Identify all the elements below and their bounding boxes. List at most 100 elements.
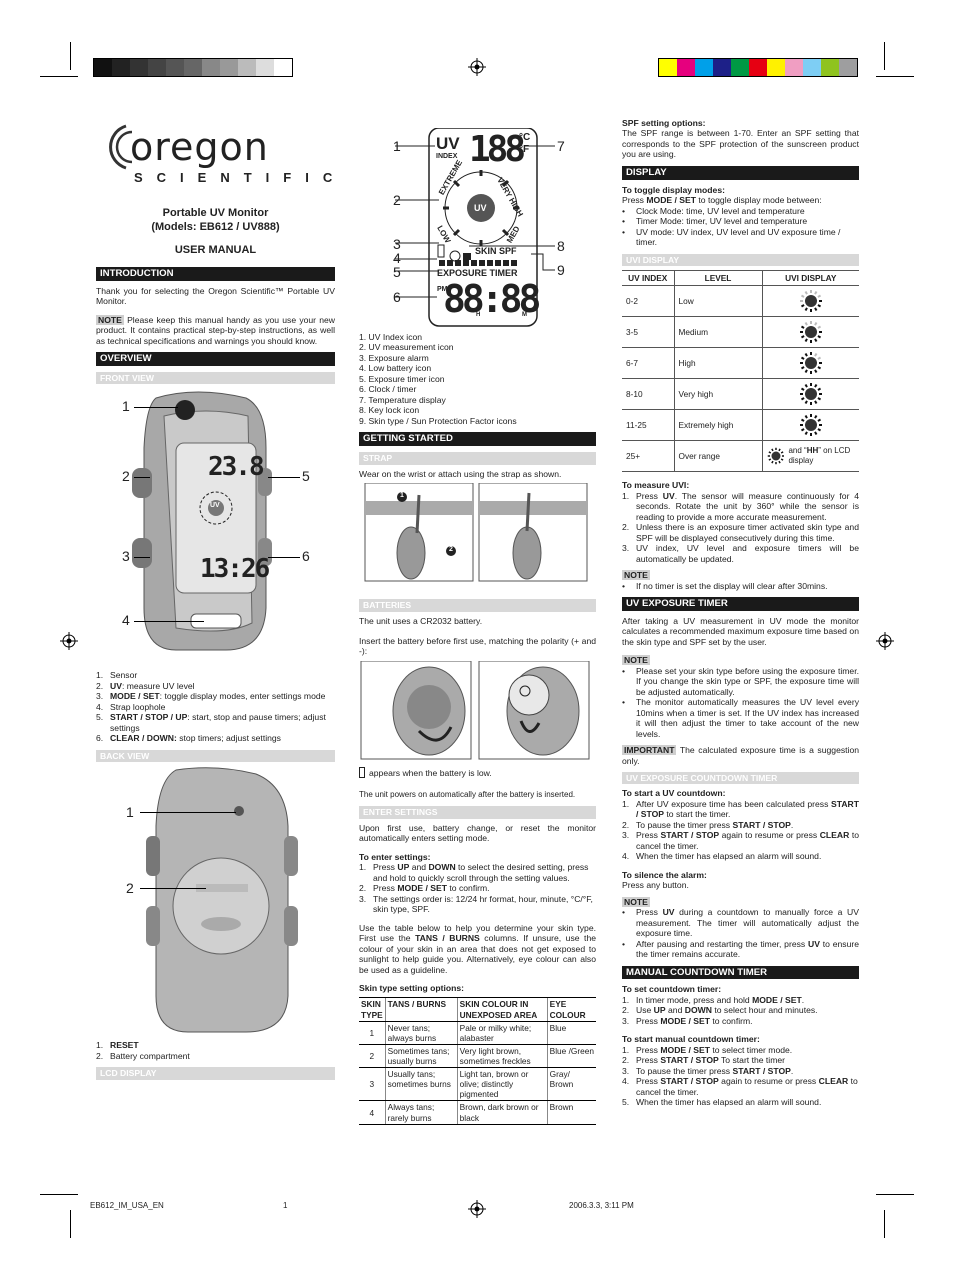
uvi-cell: 25+ (622, 440, 674, 473)
gray-swatch (256, 59, 274, 76)
over-range-text: and “HH” on LCD display (788, 446, 855, 466)
bold-text: MODE / SET (110, 691, 160, 702)
text: Use the table below to help you determin… (359, 922, 596, 944)
doc-title: Portable UV Monitor (162, 207, 269, 219)
bold-text: START / STOP (660, 1076, 719, 1087)
text: . (790, 819, 794, 830)
spf-text: The SPF range is between 1-70. Enter an … (622, 128, 859, 160)
color-swatch (821, 59, 839, 76)
uvi-cell: Medium (673, 316, 762, 349)
list-number: 1. (96, 1040, 104, 1051)
color-swatch (713, 59, 731, 76)
list-number: 3. (622, 543, 630, 554)
text: Clock Mode: time, UV level and temperatu… (636, 205, 805, 216)
back-view-header: BACK VIEW (96, 749, 335, 763)
front-view-item: 4.Strap loophole (96, 702, 335, 712)
note-text: Please keep this manual handy as you use… (96, 314, 335, 346)
uvi-cell: 8-10 (622, 378, 674, 411)
column-1: Oregon SCIENTIFIC Portable UV Monitor (M… (96, 118, 335, 1084)
list-number: 5. (622, 1097, 630, 1108)
text: to confirm. (710, 1015, 753, 1026)
list-number: 1. (622, 490, 630, 501)
uvi-cell: 6-7 (622, 347, 674, 380)
gray-swatch (238, 59, 256, 76)
lcd-temp-units: °C °F (519, 132, 531, 155)
display-mode-item: •Timer Mode: timer, UV level and tempera… (622, 216, 859, 226)
uvi-cell: 3-5 (622, 316, 674, 349)
important-text: The calculated exposure time is a sugges… (622, 745, 860, 766)
bold-text: START / STOP (660, 1055, 719, 1066)
uvi-display-cell (761, 378, 859, 411)
start-steps: 1.After UV exposure time has been calcul… (622, 799, 859, 862)
brand-logo: Oregon SCIENTIFIC (96, 118, 335, 188)
bold-text: MODE / SET (646, 195, 697, 206)
set-title: To set countdown timer: (622, 984, 722, 995)
doc-manual: USER MANUAL (174, 243, 257, 256)
list-number: 3. (622, 830, 630, 841)
uvi-sun-wrap: and “HH” on LCD display (767, 444, 856, 468)
bold-text: UV (662, 907, 675, 918)
lcd-item: 9. Skin type / Sun Protection Factor ico… (359, 415, 517, 426)
toggle-title: To toggle display modes: (622, 184, 725, 195)
text: to toggle display mode between: (696, 195, 822, 206)
display-mode-item: •Clock Mode: time, UV level and temperat… (622, 206, 859, 216)
manual-step: 1.Press MODE / SET to select timer mode. (622, 1045, 859, 1055)
list-number: 2. (96, 1050, 104, 1061)
display-header: DISPLAY (622, 165, 859, 180)
lcd-callout-2: 2 (393, 192, 401, 208)
silence-text: Press any button. (622, 880, 689, 891)
bold-text: UV (110, 680, 122, 691)
bold-text: DOWN (684, 1005, 712, 1016)
display-mode-item: •UV mode: UV index, UV level and UV expo… (622, 227, 859, 248)
list-number: • (622, 697, 626, 708)
lcd-item: 8. Key lock icon (359, 405, 420, 416)
skin-table-cell: 3 (359, 1067, 386, 1102)
text: . (801, 994, 805, 1005)
list-number: 3. (359, 893, 367, 904)
text: Please set your skin type before using t… (636, 665, 859, 697)
toggle-text: Press MODE / SET to toggle display mode … (622, 195, 859, 205)
skin-table-cell: Light tan, brown or olive; distinctly pi… (456, 1067, 548, 1102)
uvi-sun-wrap (767, 351, 856, 375)
gray-swatch (94, 59, 112, 76)
text: during a countdown to manually force a U… (636, 907, 859, 939)
gray-swatch (166, 59, 184, 76)
bold-text: START / STOP (660, 830, 720, 841)
skin-table-cell: 2 (359, 1044, 386, 1069)
set-step: 2.Use UP and DOWN to select hour and min… (622, 1005, 859, 1015)
text: When the timer has elapsed an alarm will… (636, 851, 822, 862)
list-number: 4. (622, 1076, 630, 1087)
lcd-callout-1: 1 (393, 138, 401, 154)
note3-item: •Press UV during a countdown to manually… (622, 907, 859, 938)
text: Press (636, 1055, 661, 1066)
color-calibration-bar (658, 58, 858, 77)
list-number: • (622, 226, 626, 237)
oregon-logo-icon (109, 124, 133, 170)
set-step: 3.Press MODE / SET to confirm. (622, 1016, 859, 1026)
uvi-cell: High (673, 347, 762, 380)
text: Press (622, 195, 647, 206)
strap-image (364, 482, 588, 582)
start-step: 2.To pause the timer press START / STOP. (622, 820, 859, 830)
text: After pausing and restarting the timer, … (636, 938, 808, 949)
front-view-illustration: 23.8 13:26 UV 1 2 3 4 5 6 (96, 388, 335, 666)
gray-swatch (202, 59, 220, 76)
lcd-callout-5: 5 (393, 264, 401, 280)
skin-table-cell: Gray/ Brown (546, 1067, 596, 1102)
lcd-diagram: 1 2 3 4 5 6 7 8 9 UV INDEX 188 °C °F EXT… (359, 127, 596, 328)
uv-timer-text: After taking a UV measurement in UV mode… (622, 615, 859, 647)
start-step: 3.Press START / STOP again to resume or … (622, 830, 859, 851)
color-swatch (839, 59, 857, 76)
lcd-callout-8: 8 (557, 238, 565, 254)
measure-step: 3.UV index, UV level and exposure timers… (622, 543, 859, 564)
text: Press (636, 490, 663, 501)
list-number: • (622, 938, 626, 949)
note2-line: NOTE (622, 655, 859, 666)
lcd-callout-4: 4 (393, 250, 401, 266)
text: To pause the timer press (636, 1065, 733, 1076)
lcd-pm: PM (437, 286, 448, 293)
